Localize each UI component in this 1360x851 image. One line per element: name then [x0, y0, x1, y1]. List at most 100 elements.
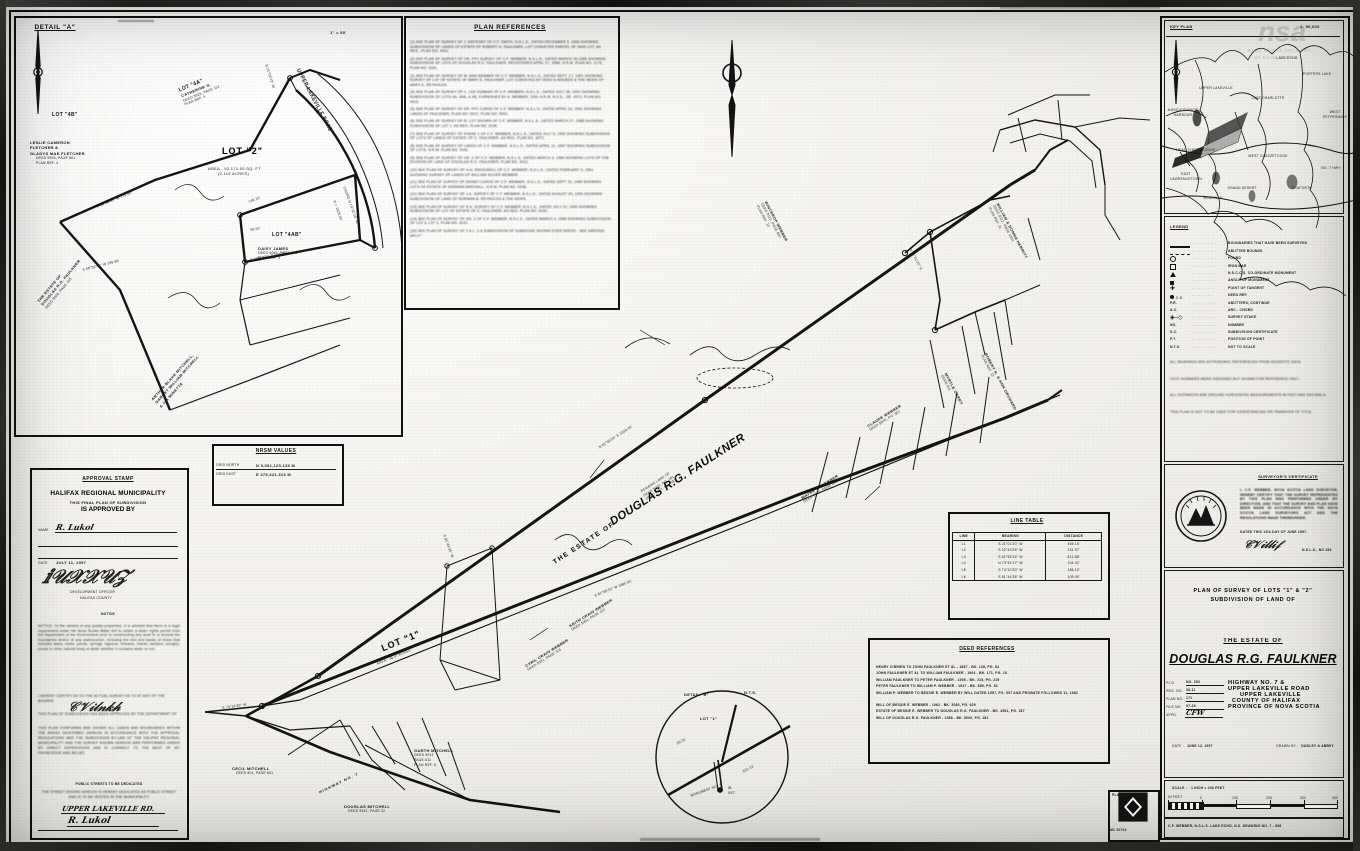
nrsm-value: N 5,001,125.135 M — [256, 463, 296, 468]
line-table-cell-line: L1 — [951, 540, 975, 548]
detail-b-title: DETAIL "B" — [684, 692, 709, 697]
line-table-cell-distance: 186.10' — [1045, 566, 1102, 574]
right-column-frame — [1160, 16, 1350, 840]
scale-bar-seg-1 — [1202, 804, 1236, 807]
scale-unit: IN FEET — [1168, 795, 1183, 799]
lot-4ab-owner-1: DAISY JAMES — [258, 246, 289, 251]
detail-b-lot-label: LOT "1" — [700, 716, 718, 721]
plan-stamp-label: PLAN NO. — [1112, 793, 1130, 797]
scale-bar-seg-2 — [1236, 804, 1270, 809]
legend-footnote: ALL DISTANCES ARE GROUND HORIZONTAL MEAS… — [1170, 393, 1327, 398]
legend-dots: . . . . . . . . . . . — [1192, 256, 1216, 261]
nrsm-value: E 475,621.313 M — [256, 472, 291, 478]
detail-a-lot-2-label: LOT "2" — [222, 146, 264, 156]
legend-items: . . . . . . . . . . . BOUNDARIES THAT HA… — [1170, 240, 1338, 351]
key-plan-frame — [1164, 20, 1344, 214]
legend-dots: . . . . . . . . . . . — [1192, 330, 1216, 335]
legend-dots: . . . . . . . . . . . — [1192, 337, 1216, 342]
nrsm-row: GRID NORTH N 5,001,125.135 M — [216, 462, 336, 471]
key-plan-underline — [1166, 36, 1340, 37]
key-plan-label: LAKE ECHO — [1276, 56, 1298, 60]
legend-dots: . . . . . . . . . . . — [1192, 300, 1216, 305]
abutter-deed: DEED 5912 — [414, 753, 434, 758]
detail-a-lot-4ab-label: LOT "4AB" — [272, 232, 302, 238]
scan-edge-right — [1353, 0, 1360, 851]
owner-left-l5: PLAN REF. 4 — [36, 160, 59, 165]
legend-dots: . . . . . . . . . . . — [1192, 241, 1216, 246]
legend-symbol-stake-icon: ◈–◇ — [1170, 315, 1183, 322]
key-plan-label: LAKE CHARLOTTE — [1251, 96, 1285, 100]
line-table-cell-distance: 231.97' — [1045, 547, 1102, 554]
nrsm-title: NRSM VALUES — [255, 448, 297, 454]
abutter-name: DOUGLAS MITCHELL — [344, 804, 391, 809]
abutter-deed: DEED 5941, PAGE 22 — [348, 809, 386, 814]
plan-ref-item: (10) SEE PLAN OF SURVEY OF H.H. RIDGEWEL… — [410, 168, 594, 177]
scan-edge-top — [0, 0, 1360, 7]
legend-item: S.C. . . . . . . . . . . . SUBDIVISION C… — [1170, 329, 1338, 336]
title-field-label: REG. NO. — [1166, 689, 1183, 694]
title-owner: DOUGLAS R.G. FAULKNER — [1169, 652, 1337, 666]
approval-line3: IS APPROVED BY — [80, 506, 136, 513]
plan-ref-item: (15) SEE PLAN OF SURVEY OF 2 A.L. 3 & SU… — [410, 229, 605, 238]
line-table-cell-line: L5 — [951, 566, 975, 574]
approval-title: APPROVAL STAMP — [82, 476, 134, 482]
title-field-value: NO. 353 — [1186, 680, 1224, 686]
title-loc-1: HIGHWAY NO. 7 & — [1228, 680, 1285, 686]
legend-item: A.C. . . . . . . . . . . . ARC - CHORD — [1170, 307, 1338, 314]
title-date-row: DATE : JUNE 12, 1997 DRAWN BY : DUDLEY &… — [1172, 744, 1334, 749]
surveyor-certificate-title: SURVEYOR'S CERTIFICATE — [1258, 474, 1318, 479]
owner-left-l1: LESLIE CAMERON — [30, 140, 70, 145]
legend-item: ✚ . . . . . . . . . . . POINT OF TANGENT — [1170, 284, 1338, 292]
line-table-cell-bearing: S 02°43'35" W — [974, 547, 1046, 554]
plan-ref-item: (8) SEE PLAN OF SURVEY OF LANDS OF C.F. … — [410, 143, 611, 153]
legend-symbol-arc-icon: A.C. — [1170, 307, 1178, 312]
legend-item: P.T. . . . . . . . . . . . POSITION OF P… — [1170, 336, 1338, 343]
scale-bar-seg-3 — [1270, 804, 1304, 807]
key-plan-title: KEY PLAN — [1170, 24, 1193, 29]
surveyor-certificate-body: I, C.F. WEBBER, NOVA SCOTIA LAND SURVEYO… — [1240, 488, 1338, 520]
legal-certify-line-1: I HEREBY CERTIFY AS TO THE ACTUAL SURVEY… — [38, 694, 165, 703]
approval-name-label: NAME — [38, 528, 49, 533]
abutter-planref: PLAN REF. 6 — [414, 762, 437, 767]
approval-date-label: DATE — [38, 560, 48, 565]
approval-sig-caption-1: DEVELOPMENT OFFICER — [70, 590, 116, 594]
plan-ref-item: (4) SEE PLAN OF SURVEY OF C. LEE DUNBAR … — [410, 90, 602, 104]
scan-artifact — [118, 20, 154, 22]
table-row: L3 S 61°55'15" W 812.88' — [951, 553, 1102, 561]
detail-a-owner-left: LESLIE CAMERON FLETCHER & GLADYS MAE FLE… — [30, 140, 155, 165]
legend-desc: DEED REF. — [1228, 293, 1248, 298]
legend-item: . . . . . . . . . . . IRON BAR — [1170, 262, 1338, 270]
detail-a-lot-4b-label: LOT "4B" — [52, 112, 78, 118]
legend-desc: ABUTTERS, CONTINUE — [1228, 300, 1270, 305]
deed-references-frame — [868, 638, 1110, 764]
title-field-value: 97-28 — [1186, 704, 1224, 710]
legend-dots: . . . . . . . . . . . — [1192, 307, 1216, 312]
approval-name-field: NAME R. Lukol — [38, 522, 180, 533]
legend-desc: IRON BAR — [1228, 263, 1247, 268]
title-field-value: 171 — [1186, 696, 1224, 702]
plan-ref-item: (5) SEE PLAN OF SURVEY OF DR. FPC CURVE … — [410, 107, 602, 116]
title-field-label: APPD. — [1166, 713, 1178, 718]
nrsm-rows: GRID NORTH N 5,001,125.135 M GRID EAST E… — [216, 462, 336, 480]
legend-desc: ARC - CHORD — [1228, 307, 1253, 312]
key-plan-label: MUSQUODOBOIT HARBOUR — [1167, 108, 1199, 117]
legend-desc: ANGLE OF MONUMENT — [1228, 278, 1270, 283]
line-table-cell-bearing: N 73°51'27" W — [974, 560, 1046, 567]
deed-ref-row: HENRY O'BRIEN TO JOHN FAULKNER ET AL - 1… — [876, 665, 1000, 669]
key-plan-label: UPPER LAKEVILLE — [1199, 86, 1233, 90]
lot-2-area-2: (2.116 ACRES) — [218, 171, 249, 177]
abutter-deed-2: PAGE 611 — [414, 758, 432, 762]
scale-tick — [1270, 800, 1271, 809]
scale-value: 1 INCH = 200 FEET — [1190, 786, 1225, 790]
deed-ref-row: ESTATE OF BESSIE E. WEBBER TO DOUGLAS R.… — [876, 709, 1025, 714]
key-plan-label: PORTERS LAKE — [1302, 72, 1332, 76]
deed-ref-row: WILLIAM FAULKNER TO PETER FAULKNER - 190… — [876, 677, 1000, 682]
approval-divider-1 — [38, 546, 178, 547]
title-field: FILE NO. 97-28 — [1166, 702, 1224, 710]
detail-b-note-1: IB — [728, 786, 732, 790]
legend-symbol-triangle-icon — [1170, 264, 1192, 282]
line-table-frame — [948, 512, 1110, 620]
owner-left-l3: GLADYS MAE FLETCHER — [30, 150, 85, 156]
